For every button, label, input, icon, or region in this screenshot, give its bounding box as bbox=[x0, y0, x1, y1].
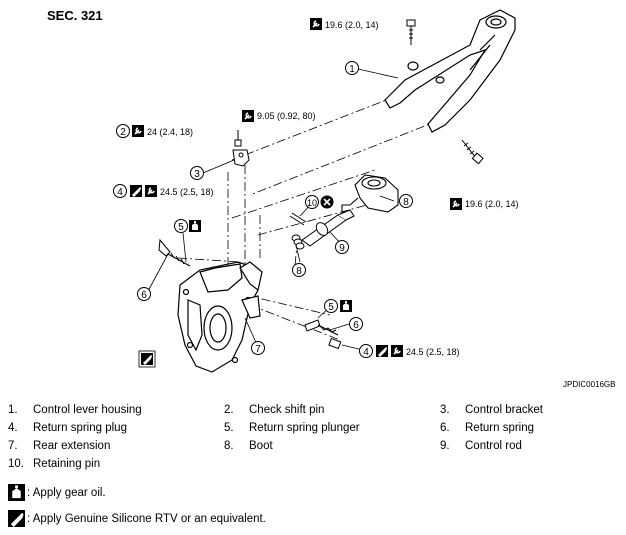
gear-oil-icon bbox=[340, 300, 352, 312]
torque-24-5-left: 24.5 (2.5, 18) bbox=[130, 184, 214, 198]
svg-text:24.5 (2.5, 18): 24.5 (2.5, 18) bbox=[406, 347, 460, 357]
svg-text:3: 3 bbox=[194, 169, 200, 180]
torque-wrench-icon bbox=[449, 197, 463, 211]
torque-wrench-icon bbox=[144, 184, 158, 198]
torque-right-bolt: 19.6 (2.0, 14) bbox=[449, 197, 519, 211]
control-bracket bbox=[232, 130, 250, 167]
svg-text:8: 8 bbox=[296, 266, 302, 277]
rear-extension bbox=[177, 261, 263, 373]
torque-wrench-icon bbox=[131, 124, 145, 138]
small-spring bbox=[291, 234, 305, 250]
svg-text:9.05 (0.92, 80): 9.05 (0.92, 80) bbox=[257, 111, 316, 121]
svg-text:24.5 (2.5, 18): 24.5 (2.5, 18) bbox=[160, 187, 214, 197]
guide-lines bbox=[177, 89, 441, 341]
svg-text:1: 1 bbox=[349, 64, 355, 75]
boot bbox=[341, 174, 399, 213]
callout-6-left: 6 bbox=[137, 287, 151, 301]
callout-6-right: 6 bbox=[349, 317, 363, 331]
right-bolt bbox=[461, 139, 484, 165]
torque-9-05: 9.05 (0.92, 80) bbox=[241, 109, 316, 123]
torque-24-5-right: 24.5 (2.5, 18) bbox=[376, 344, 460, 358]
gear-oil-icon bbox=[8, 484, 25, 501]
svg-text:2: 2 bbox=[120, 127, 126, 138]
callout-10: 10 bbox=[305, 195, 319, 209]
svg-text:10: 10 bbox=[307, 198, 317, 208]
silicone-sealant-icon bbox=[141, 353, 153, 365]
callout-7: 7 bbox=[251, 341, 265, 355]
svg-text:9: 9 bbox=[339, 243, 345, 254]
torque-24: 24 (2.4, 18) bbox=[131, 124, 193, 138]
torque-top-bolt: 19.6 (2.0, 14) bbox=[309, 17, 379, 31]
top-bolt bbox=[406, 19, 416, 45]
note-gear-oil: : Apply gear oil. bbox=[8, 484, 106, 501]
torque-wrench-icon bbox=[309, 17, 323, 31]
callout-4-right: 4 bbox=[359, 344, 373, 358]
do-not-reuse-icon bbox=[320, 195, 334, 209]
note-silicone: : Apply Genuine Silicone RTV or an equiv… bbox=[8, 510, 266, 527]
callout-3: 3 bbox=[190, 166, 204, 180]
silicone-sealant-icon bbox=[130, 185, 142, 197]
section-label: SEC. 321 bbox=[47, 8, 103, 23]
callout-8-boot: 8 bbox=[399, 194, 413, 208]
silicone-sealant-icon bbox=[376, 345, 388, 357]
silicone-sealant-icon bbox=[8, 510, 25, 527]
svg-text:7: 7 bbox=[255, 344, 261, 355]
gear-oil-icon bbox=[189, 220, 201, 232]
svg-text:19.6 (2.0, 14): 19.6 (2.0, 14) bbox=[325, 20, 379, 30]
control-rod bbox=[289, 209, 355, 247]
svg-text:6: 6 bbox=[141, 290, 147, 301]
callout-8-spring: 8 bbox=[292, 263, 306, 277]
figure-id: JPDIC0016GB bbox=[563, 380, 616, 389]
callout-1: 1 bbox=[345, 61, 359, 75]
callout-5-right: 5 bbox=[324, 299, 338, 313]
svg-text:24 (2.4, 18): 24 (2.4, 18) bbox=[147, 127, 193, 137]
callout-9: 9 bbox=[335, 240, 349, 254]
torque-wrench-icon bbox=[390, 344, 404, 358]
exploded-diagram: 1 2 3 4 5 6 7 8 8 9 10 5 bbox=[113, 9, 519, 373]
svg-text:5: 5 bbox=[328, 302, 334, 313]
control-lever-housing bbox=[384, 9, 516, 133]
return-spring-assembly-right bbox=[304, 319, 342, 350]
callout-2: 2 bbox=[116, 124, 130, 138]
svg-text:6: 6 bbox=[353, 320, 359, 331]
callout-5-left: 5 bbox=[174, 219, 188, 233]
svg-text:4: 4 bbox=[117, 187, 123, 198]
torque-wrench-icon bbox=[241, 109, 255, 123]
svg-text:8: 8 bbox=[403, 197, 409, 208]
svg-text:19.6 (2.0, 14): 19.6 (2.0, 14) bbox=[465, 199, 519, 209]
svg-text:4: 4 bbox=[363, 347, 369, 358]
callout-4-left: 4 bbox=[113, 184, 127, 198]
svg-text:5: 5 bbox=[178, 222, 184, 233]
